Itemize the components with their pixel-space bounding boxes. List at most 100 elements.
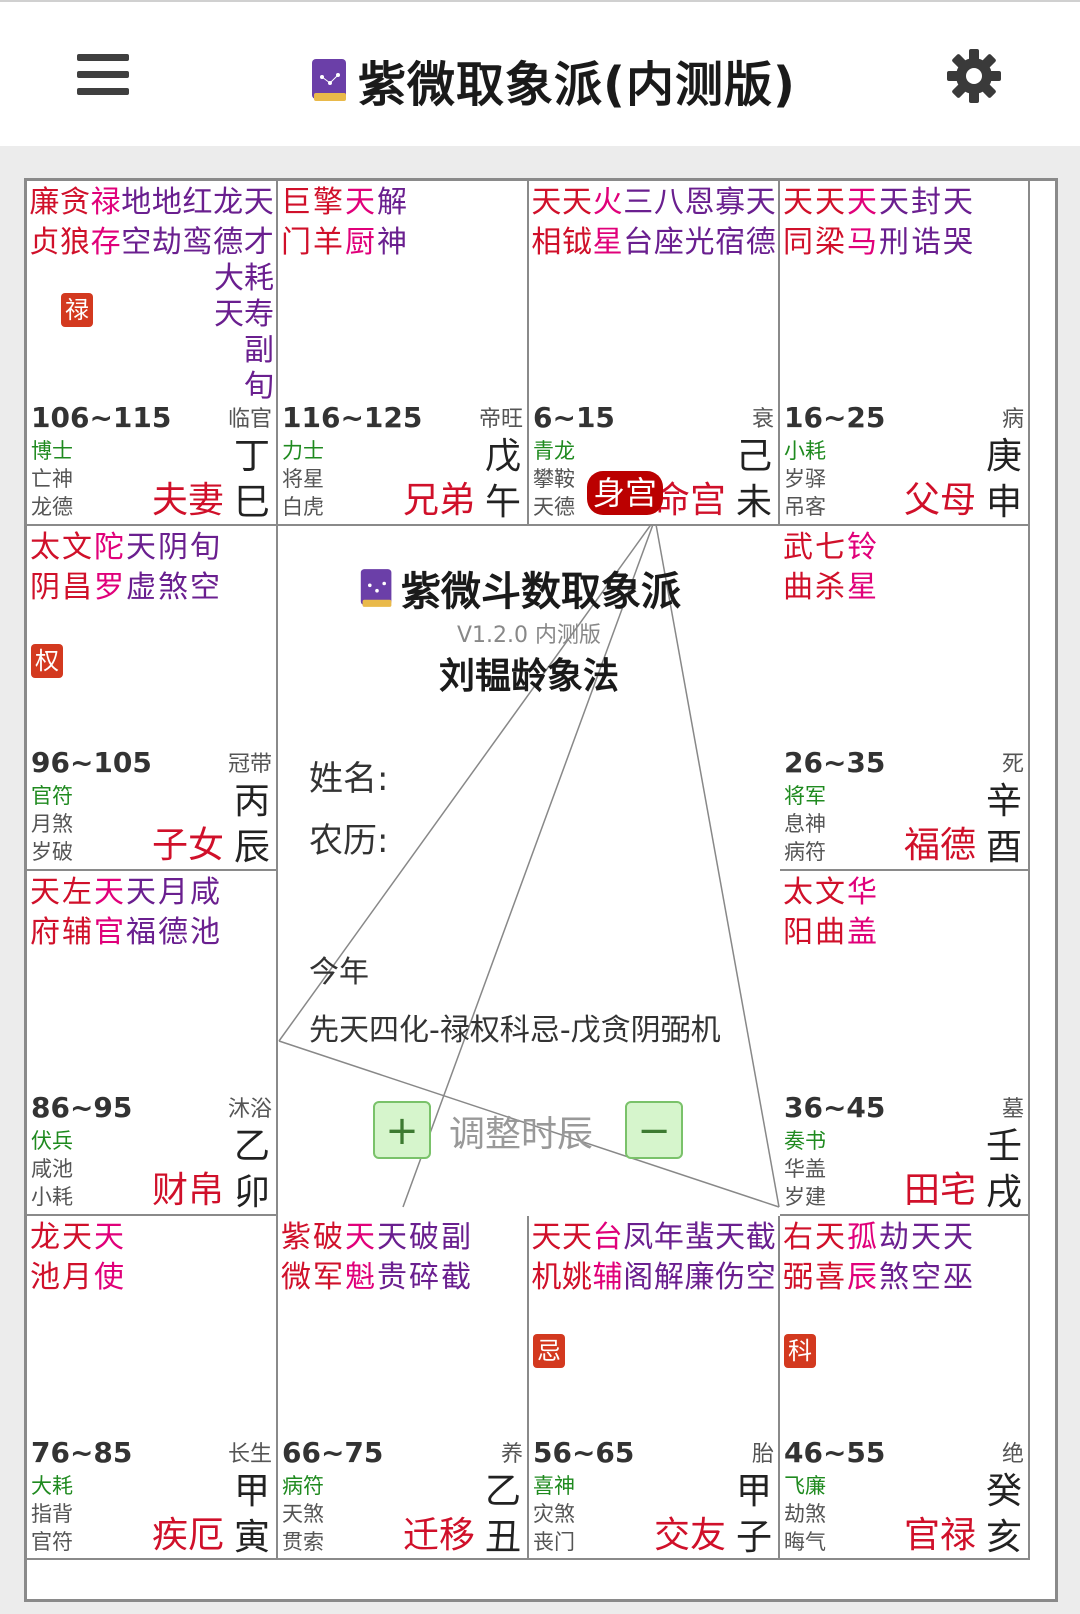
star: 巨门: [280, 183, 312, 263]
star-list: 太阴文昌陀罗天虚阴煞旬空: [29, 528, 274, 608]
sihua-label: 先天四化-禄权科忌-戊贪阴弼机: [309, 1013, 721, 1048]
star-char: 贵: [377, 1260, 407, 1295]
menu-icon[interactable]: [77, 54, 129, 96]
star: 八座: [654, 183, 685, 263]
star-char: 弼: [783, 1260, 813, 1295]
star: 七杀: [814, 528, 846, 608]
mutagen-tag: 忌: [533, 1334, 565, 1368]
star: 禄存: [90, 183, 121, 263]
star-char: 月: [62, 1260, 92, 1295]
year-label: 今年: [309, 955, 369, 990]
star-char: 杀: [815, 570, 845, 605]
earthly-branch: 子: [735, 1517, 772, 1558]
star-char: 贞: [29, 225, 60, 260]
palace-name: 夫妻: [151, 480, 224, 521]
deity-2: 岁驿: [784, 467, 826, 491]
star-char: 狼: [59, 225, 90, 260]
star: 封诰: [910, 183, 942, 263]
star-char: 煞: [879, 1260, 909, 1295]
decrease-hour-button[interactable]: −: [625, 1101, 683, 1159]
heavenly-stem: 戊: [484, 436, 521, 477]
star-char: 神: [377, 225, 407, 260]
life-stage: 绝: [1001, 1442, 1024, 1467]
mutagen-tag: 权: [31, 644, 63, 678]
life-stage: 衰: [751, 407, 774, 432]
star: 截空: [745, 1218, 776, 1298]
app-title: 紫微取象派(内测版): [310, 50, 796, 113]
age-range: 96~105: [31, 746, 152, 779]
star-char: 地: [151, 185, 182, 220]
star: 台辅: [592, 1218, 623, 1298]
deity-1: 力士: [282, 439, 324, 463]
adjust-hour-label: 调整时辰: [449, 1114, 594, 1155]
star-char: 军: [313, 1260, 343, 1295]
deity-3: 龙德: [31, 495, 73, 519]
star-char: 武: [783, 530, 813, 565]
star-char: 天: [847, 185, 877, 220]
gear-icon[interactable]: [946, 48, 1002, 104]
star: 阴煞: [157, 528, 189, 608]
heavenly-stem: 丙: [233, 781, 270, 822]
star-char: 劫: [879, 1220, 909, 1255]
star: 天魁: [344, 1218, 376, 1298]
star-char: 天: [126, 530, 156, 565]
star-char: 天: [943, 1220, 973, 1255]
star-char: 廉: [684, 1260, 715, 1295]
star: 火星: [592, 183, 623, 263]
star-list: 右弼天喜孤辰劫煞天空天巫: [782, 1218, 1026, 1298]
version-label: V1.2.0 内测版: [456, 623, 602, 648]
star: 天同: [782, 183, 814, 263]
star-char: 天: [561, 1220, 592, 1255]
star: 华盖: [846, 873, 878, 953]
star-char: 官: [94, 915, 124, 950]
star-char: 曲: [815, 915, 845, 950]
star-char: 鸾: [182, 225, 213, 260]
star-char: 伤: [715, 1260, 746, 1295]
star: 天贵: [376, 1218, 408, 1298]
heavenly-stem: 甲: [233, 1471, 270, 1512]
star-char: 太: [30, 530, 60, 565]
center-title: 紫微斗数取象派: [359, 559, 681, 617]
star-char: 劫: [151, 225, 182, 260]
star: 恩光: [684, 183, 715, 263]
star-char: 擎: [313, 185, 343, 220]
star-char: 右: [783, 1220, 813, 1255]
star-char: 截: [441, 1260, 471, 1295]
star-char: 空: [121, 225, 152, 260]
palace-name: 迁移: [402, 1515, 475, 1556]
star-char: 华: [847, 875, 877, 910]
star: 劫煞: [878, 1218, 910, 1298]
star-char: 昌: [62, 570, 92, 605]
star-char: 德: [745, 225, 776, 260]
star: 凤阁: [623, 1218, 654, 1298]
star-char: 使: [94, 1260, 124, 1295]
star-char: 厨: [345, 225, 375, 260]
star-char: 文: [62, 530, 92, 565]
palace-name: 子女: [151, 825, 224, 866]
star-char: 梁: [815, 225, 845, 260]
star: 文昌: [61, 528, 93, 608]
star-char: 八: [653, 185, 684, 220]
star-char: 座: [653, 225, 684, 260]
increase-hour-button[interactable]: +: [373, 1101, 431, 1159]
star: 天使: [93, 1218, 125, 1298]
star: 龙德: [213, 183, 244, 263]
deity-3: 天德: [533, 495, 575, 519]
heavenly-stem: 丁: [233, 436, 270, 477]
deity-2: 指背: [31, 1502, 73, 1526]
star: 天伤: [715, 1218, 746, 1298]
star: 月德: [157, 873, 189, 953]
star-char: 三: [623, 185, 654, 220]
